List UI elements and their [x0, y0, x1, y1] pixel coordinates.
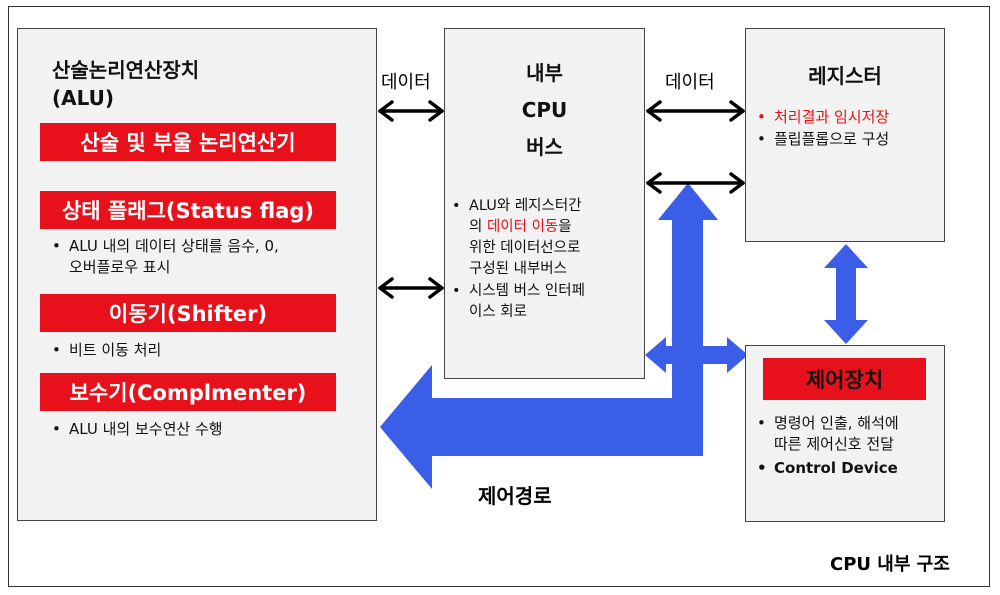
bus-control-arrow	[645, 337, 748, 373]
alu-title-line1: 산술논리연산장치	[52, 58, 200, 82]
bus-register-data-arrow-mid	[646, 172, 745, 194]
diagram-caption: CPU 내부 구조	[830, 554, 950, 575]
complementer-bar: 보수기(Complmenter)	[40, 373, 336, 411]
control-note-2: • Control Device	[757, 459, 898, 477]
bus-title: 내부 CPU 버스	[521, 61, 568, 159]
register-note-1: • 처리결과 임시저장	[757, 108, 890, 126]
status-flag-bar: 상태 플래그(Status flag)	[40, 191, 336, 229]
data-label-left: 데이터	[381, 72, 431, 93]
bus-note-2: • 시스템 버스 인터페 이스 회로	[452, 283, 585, 320]
register-title: 레지스터	[808, 64, 882, 88]
internal-cpu-bus-box	[444, 28, 645, 379]
control-note-1: • 명령어 인출, 해석에 따른 제어신호 전달	[757, 414, 899, 453]
alu-box	[17, 28, 377, 521]
bus-note-1: • ALU와 레지스터간 의 데이터 이동을 위한 데이터선으로 구성된 내부버…	[452, 198, 582, 277]
shifter-note: • 비트 이동 처리	[52, 341, 162, 359]
control-path-label: 제어경로	[478, 484, 552, 508]
register-control-arrow	[824, 244, 868, 344]
alu-bus-data-arrow-bottom	[378, 277, 444, 299]
complementer-note: • ALU 내의 보수연산 수행	[52, 420, 223, 438]
alu-title: 산술논리연산장치 (ALU)	[52, 56, 199, 112]
register-note-2: • 플립플롭으로 구성	[757, 130, 890, 148]
bus-register-data-arrow-top	[646, 100, 745, 122]
alu-title-line2: (ALU)	[52, 86, 115, 110]
register-box	[745, 28, 945, 242]
status-flag-note: • ALU 내의 데이터 상태를 음수, 0, 오버플로우 표시	[52, 237, 279, 276]
alu-bus-data-arrow-top	[378, 100, 444, 122]
shifter-bar: 이동기(Shifter)	[40, 294, 336, 332]
data-transfer-highlight: 데이터 이동	[486, 219, 559, 235]
control-path-arrow	[380, 183, 718, 489]
arithmetic-logic-unit-bar: 산술 및 부울 논리연산기	[40, 123, 336, 161]
data-label-right: 데이터	[665, 72, 715, 93]
control-unit-title: 제어장치	[763, 358, 926, 400]
